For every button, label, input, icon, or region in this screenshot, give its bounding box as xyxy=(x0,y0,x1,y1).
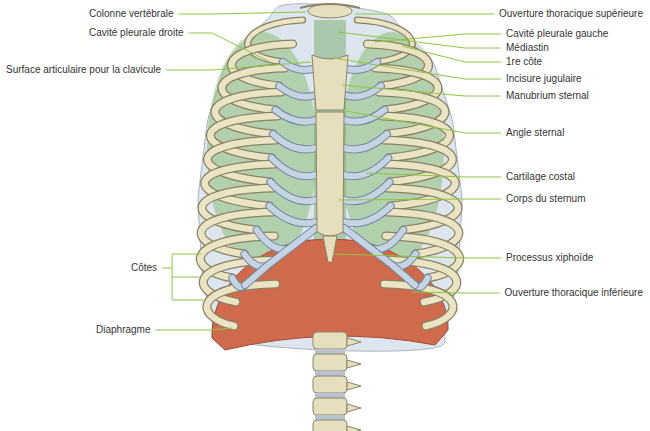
pleural-cavity xyxy=(207,32,317,268)
cage-interior xyxy=(198,4,462,351)
structure-label: Cartilage costal xyxy=(505,171,576,183)
structure-label: Incisure jugulaire xyxy=(505,73,583,85)
leader-line xyxy=(189,33,271,62)
structure-label: Cavité pleurale droite xyxy=(88,27,185,39)
leader-line xyxy=(366,173,501,177)
structure-label: Côtes xyxy=(130,262,158,274)
structure-label: Colonne vertébrale xyxy=(88,8,175,20)
leader-line xyxy=(342,85,501,96)
vertebral-column xyxy=(313,332,361,431)
structure-label: 1re côte xyxy=(505,56,543,68)
leader-line xyxy=(346,111,501,133)
structure-label: Processus xiphoïde xyxy=(505,252,594,264)
leader-line xyxy=(338,32,501,48)
leader-line xyxy=(172,300,204,301)
leader-line xyxy=(166,62,311,70)
leader-line xyxy=(412,292,500,293)
structure-label: Surface articulaire pour la clavicule xyxy=(5,64,162,76)
structure-label: Ouverture thoracique inférieure xyxy=(504,287,644,299)
structure-label: Corps du sternum xyxy=(505,193,586,205)
structure-label: Ouverture thoracique supérieure xyxy=(498,8,644,20)
ribs xyxy=(200,20,459,326)
vertebra xyxy=(300,4,360,18)
leader-line xyxy=(402,46,501,62)
leader-line xyxy=(333,254,501,258)
leader-line xyxy=(179,12,307,14)
structure-label: Manubrium sternal xyxy=(505,90,590,102)
leader-line xyxy=(162,268,172,269)
mediastinum xyxy=(314,20,346,240)
leader-line xyxy=(333,58,501,79)
leader-line xyxy=(355,14,494,15)
structure-label: Cavité pleurale gauche xyxy=(505,28,609,40)
leader-line xyxy=(172,277,200,278)
sternum xyxy=(312,55,348,262)
leader-line xyxy=(155,328,232,330)
leader-line xyxy=(172,254,201,255)
leader-line xyxy=(339,199,501,200)
structure-label: Angle sternal xyxy=(505,127,565,139)
structure-label: Médiastin xyxy=(505,42,550,54)
leader-line xyxy=(375,34,501,42)
structure-label: Diaphragme xyxy=(95,324,151,336)
